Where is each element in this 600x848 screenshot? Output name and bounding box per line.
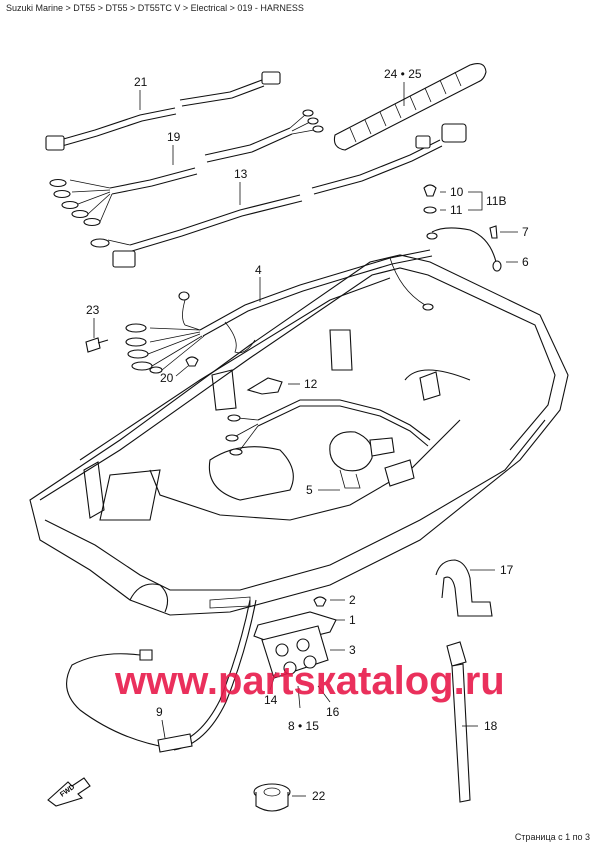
- part-1-3-grommet: [253, 596, 345, 679]
- callout-19: 19: [167, 130, 181, 144]
- callout-17: 17: [500, 563, 514, 577]
- callout-9: 9: [156, 705, 163, 719]
- callout-14: 14: [264, 693, 278, 707]
- callout-5: 5: [306, 483, 313, 497]
- callout-7: 7: [522, 225, 529, 239]
- part-22-grommet: [253, 783, 306, 812]
- callout-4: 4: [255, 263, 262, 277]
- part-4-harness: [125, 249, 434, 374]
- watermark: www.partsкatalog.ru: [114, 659, 505, 703]
- callout-3: 3: [349, 643, 356, 657]
- callout-1: 1: [349, 613, 356, 627]
- fwd-arrow-icon: FWD: [47, 777, 91, 807]
- part-18-tie-strap: [446, 641, 478, 803]
- callout-12: 12: [304, 377, 318, 391]
- part-13-wire: [90, 123, 467, 268]
- callout-21: 21: [134, 75, 148, 89]
- callout-8-15: 8 • 15: [288, 719, 319, 733]
- callout-6: 6: [522, 255, 529, 269]
- part-6-7-ground: [426, 225, 518, 272]
- breadcrumb: Suzuki Marine > DT55 > DT55 > DT55TC V >…: [6, 3, 304, 13]
- page-footer: Страница с 1 по 3: [514, 832, 590, 842]
- part-5-relay: [329, 431, 415, 489]
- part-20-screw: [185, 356, 199, 367]
- part-23-bolt: [85, 337, 109, 353]
- callout-24-25: 24 • 25: [384, 67, 422, 81]
- part-9-cable: [66, 599, 257, 753]
- callout-2: 2: [349, 593, 356, 607]
- callout-18: 18: [484, 719, 498, 733]
- leader-lines: [93, 82, 405, 739]
- part-17-bracket: [435, 559, 495, 617]
- callout-20: 20: [160, 371, 174, 385]
- callout-13: 13: [234, 167, 248, 181]
- lower-cowl: [29, 254, 569, 616]
- callout-23: 23: [86, 303, 100, 317]
- part-19-wire: [49, 109, 324, 227]
- inner-harness: [225, 399, 431, 456]
- part-12-clamp: [246, 377, 300, 395]
- callout-10: 10: [450, 185, 464, 199]
- callout-22: 22: [312, 789, 326, 803]
- part-24-25-conduit: [333, 63, 487, 151]
- callout-11b: 11B: [486, 194, 506, 208]
- parts-10-11-screws: [423, 184, 483, 214]
- callout-16: 16: [326, 705, 340, 719]
- callout-11: 11: [450, 203, 463, 217]
- part-21-wire: [45, 71, 281, 151]
